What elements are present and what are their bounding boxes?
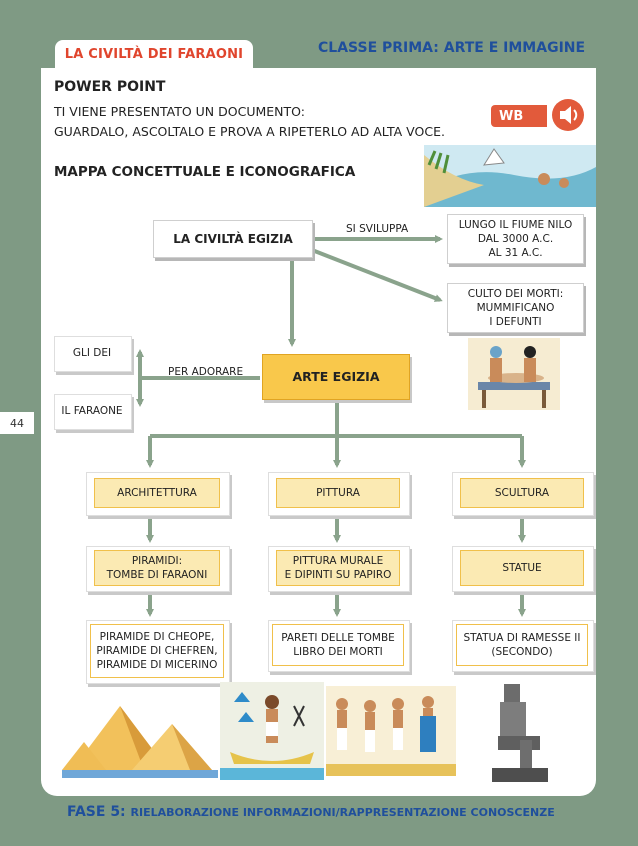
gods-box-frame: [54, 336, 132, 372]
example-pyramids: PIRAMIDE DI CHEOPE, PIRAMIDE DI CHEFREN,…: [90, 624, 224, 678]
example-line: PIRAMIDE DI CHEOPE,: [99, 630, 215, 643]
wb-badge[interactable]: WB: [491, 105, 547, 127]
branch-sculpture: SCULTURA: [460, 478, 584, 508]
statue-illustration: [484, 680, 554, 784]
example-line: LIBRO DEI MORTI: [293, 646, 383, 658]
item-pyramids: PIRAMIDI: TOMBE DI FARAONI: [94, 550, 220, 586]
example-line: PARETI DELLE TOMBE: [281, 631, 395, 644]
nile-line: DAL 3000 A.C.: [477, 232, 554, 245]
nile-line: LUNGO IL FIUME NILO: [458, 218, 573, 231]
item-wall-painting: PITTURA MURALE E DIPINTI SU PAPIRO: [276, 550, 400, 586]
cult-line: CULTO DEI MORTI:: [467, 287, 564, 300]
cult-line: I DEFUNTI: [489, 316, 542, 329]
branch-painting: PITTURA: [276, 478, 400, 508]
map-title: MAPPA CONCETTUALE E ICONOGRAFICA: [54, 164, 356, 180]
speaker-icon[interactable]: [550, 97, 586, 133]
intro-line-2: GUARDALO, ASCOLTALO E PROVA A RIPETERLO …: [54, 124, 445, 139]
cult-box: CULTO DEI MORTI: MUMMIFICANO I DEFUNTI: [447, 283, 584, 333]
painting-illustration: [220, 682, 324, 780]
item-line: TOMBE DI FARAONI: [106, 569, 208, 581]
nile-illustration: [424, 145, 596, 207]
intro-line-1: TI VIENE PRESENTATO UN DOCUMENTO:: [54, 104, 305, 119]
item-statues: STATUE: [460, 550, 584, 586]
pyramids-illustration: [62, 690, 218, 778]
link-label-develops: SI SVILUPPA: [346, 223, 409, 235]
gods-box: GLI DEI: [72, 346, 112, 359]
chapter-tab: LA CIVILTÀ DEI FARAONI: [55, 40, 253, 68]
egyptian-figures-illustration: [326, 686, 456, 776]
example-frame: [452, 620, 594, 672]
item-line: E DIPINTI SU PAPIRO: [284, 569, 392, 581]
example-frame: [268, 620, 410, 672]
pharaoh-box: IL FARAONE: [61, 404, 123, 417]
example-line: (SECONDO): [491, 646, 553, 658]
example-line: STATUA DI RAMESSE II: [463, 631, 581, 644]
example-tombs: PARETI DELLE TOMBE LIBRO DEI MORTI: [272, 624, 404, 666]
item-line: PIRAMIDI:: [131, 554, 183, 567]
footer-phase-label: FASE 5:: [67, 804, 126, 820]
root-concept-box: LA CIVILTÀ EGIZIA: [153, 220, 313, 258]
item-line: PITTURA MURALE: [292, 554, 384, 567]
class-label: CLASSE PRIMA: ARTE E IMMAGINE: [318, 40, 586, 56]
link-label-worship: PER ADORARE: [168, 366, 244, 378]
example-frame: [86, 620, 230, 684]
branch-architecture: ARCHITETTURA: [94, 478, 220, 508]
nile-box: LUNGO IL FIUME NILO DAL 3000 A.C. AL 31 …: [447, 214, 584, 264]
mummification-illustration: [468, 338, 560, 410]
art-box: ARTE EGIZIA: [262, 354, 410, 400]
example-line: PIRAMIDE DI CHEFREN,: [96, 644, 218, 657]
section-title: POWER POINT: [54, 79, 166, 95]
footer-phase-text: RIELABORAZIONE INFORMAZIONI/RAPPRESENTAZ…: [130, 806, 555, 819]
cult-line: MUMMIFICANO: [476, 301, 555, 314]
example-line: PIRAMIDE DI MICERINO: [96, 659, 218, 672]
pharaoh-box-frame: [54, 394, 132, 430]
page-number: 44: [0, 412, 34, 434]
nile-line: AL 31 A.C.: [488, 247, 543, 260]
footer-phase: FASE 5: RIELABORAZIONE INFORMAZIONI/RAPP…: [67, 804, 555, 820]
example-ramesses: STATUA DI RAMESSE II (SECONDO): [456, 624, 588, 666]
